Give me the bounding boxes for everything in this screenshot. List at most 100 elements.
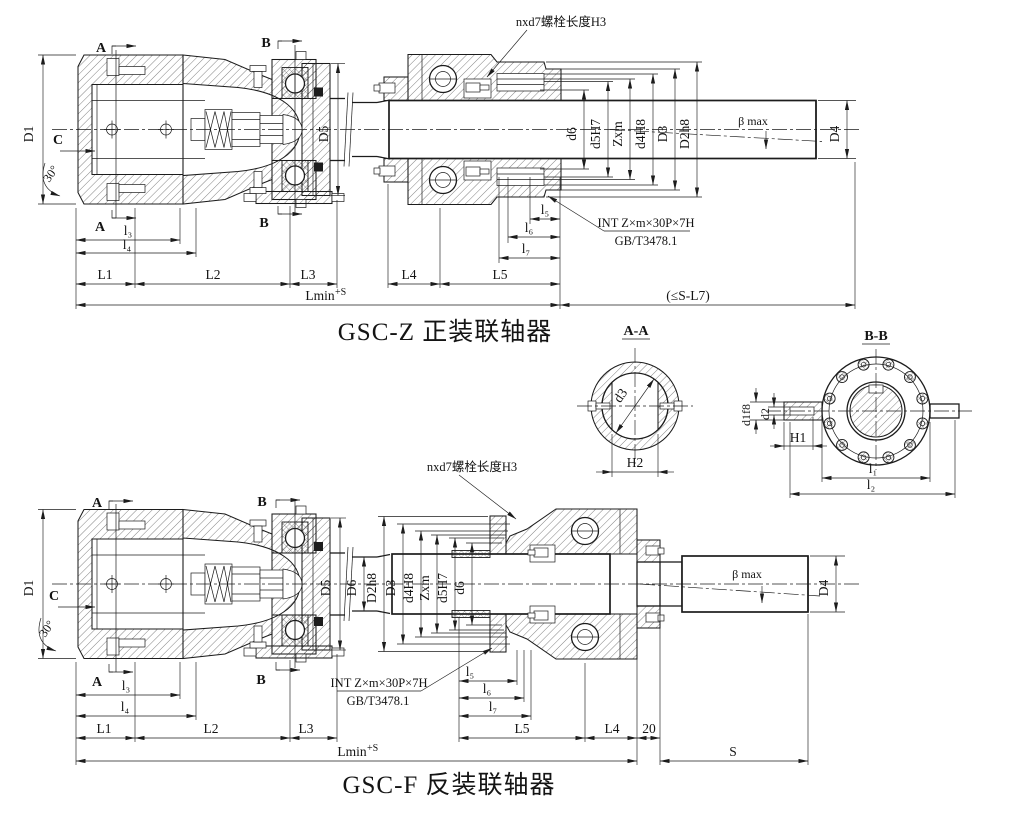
flange-bolt-center: [860, 454, 867, 461]
dim-label-d4-bottom: D4: [816, 580, 831, 597]
dim-label-d4h8-top: d4H8: [633, 119, 648, 149]
view-gscf-dimensions: D1 D5 D6 D2h8 D3 d4H8 Zxm d5H7 d6 β max …: [21, 459, 845, 799]
thin-line: [275, 662, 280, 671]
dim-label-L5-top: L5: [493, 267, 508, 282]
part-detail-outline: [479, 84, 490, 91]
flange-bolt-center: [907, 442, 913, 448]
thin-line: [111, 210, 116, 219]
dim-label-d1-bottom: D1: [21, 580, 36, 597]
section-title-bb: B-B: [864, 329, 887, 344]
dim-label-d5h7-bottom: d5H7: [435, 573, 450, 603]
leader-arrow-line: [458, 474, 517, 520]
note-spline-bottom-2: GB/T3478.1: [347, 694, 410, 708]
flange-bolt-icon: [823, 417, 836, 430]
view-section-aa: A-A d3 H2: [577, 324, 693, 477]
dim-label-d6-bottom: d6: [452, 581, 467, 595]
flange-bolt-icon: [916, 392, 929, 405]
dim-label-L5-bottom: L5: [515, 721, 530, 736]
view-title-gscf: GSC-F 反装联轴器: [342, 771, 555, 799]
note-spline-bottom-1: INT Z×m×30P×7H: [331, 676, 428, 690]
dim-label-d2h8-bottom: D2h8: [364, 573, 379, 603]
leader-arrow-line: [42, 162, 61, 197]
view-gscf-assembly: [52, 499, 862, 672]
part-detail-outline: [378, 82, 396, 94]
part-detail-outline: [527, 612, 536, 619]
dim-label-l4-bottom: l₄: [121, 699, 130, 714]
dim-label-L1-bottom: L1: [97, 721, 112, 736]
drawing-element: [823, 358, 929, 464]
dim-label-lmin-bottom: Lmin: [337, 744, 366, 759]
flange-bolt-center: [839, 442, 845, 448]
flange-bolt-icon: [836, 371, 849, 384]
view-gscz-assembly: [52, 45, 862, 218]
part-detail-outline: [378, 165, 396, 177]
flange-bolt-center: [826, 420, 833, 427]
dim-label-l7-bottom: l₇: [489, 699, 497, 714]
dim-label-d4-top: D4: [827, 126, 842, 143]
view-gscz-dimensions: D1 D5 d6 d5H7 Zxm d4H8 D3 D2h8 β max D4 …: [21, 14, 856, 346]
dim-label-d1-top: D1: [21, 126, 36, 143]
dim-label-l3-bottom: l₃: [122, 678, 131, 693]
note-bolt-length-top: nxd7螺栓长度H3: [516, 14, 606, 29]
section-title-aa: A-A: [624, 324, 650, 339]
section-marker-a-top2: A: [95, 220, 106, 235]
dim-label-l6-top: l₆: [525, 220, 534, 235]
section-marker-b-bottom1: B: [257, 495, 266, 510]
note-bolt-length-bottom: nxd7螺栓长度H3: [427, 459, 517, 474]
part-detail-outline: [527, 549, 536, 556]
flange-bolt-center: [839, 374, 845, 380]
flange-bolt-icon: [857, 358, 870, 371]
section-marker-a-bottom1: A: [92, 496, 103, 511]
dim-label-lmin-sup-top: +S: [335, 287, 346, 298]
section-marker-c-top: C: [53, 133, 63, 148]
dim-label-L3-bottom: L3: [299, 721, 314, 736]
flange-bolt-center: [919, 420, 926, 427]
flange-bolt-center: [919, 395, 926, 402]
leader-arrow-line: [547, 195, 605, 232]
flange-bolt-icon: [903, 371, 916, 384]
dim-label-d5h7-top: d5H7: [588, 119, 603, 149]
dim-label-d2h8-top: D2h8: [677, 119, 692, 149]
dim-label-d3-bottom: D3: [383, 580, 398, 597]
flange-bolt-icon: [916, 417, 929, 430]
thin-line: [108, 664, 113, 673]
flange-bolt-center: [885, 454, 892, 461]
dim-label-d3-top: D3: [655, 126, 670, 143]
dim-label-l1-bb: l₁: [869, 461, 877, 476]
section-marker-b-top1: B: [261, 36, 270, 51]
part-detail-outline: [465, 82, 481, 93]
dim-label-lmin-sup-bottom: +S: [367, 743, 378, 754]
dim-label-d6-top: d6: [564, 127, 579, 141]
flange-bolt-center: [885, 361, 892, 368]
leader-arrow-line: [420, 647, 493, 692]
dim-label-d1f8-bb: d1f8: [739, 404, 753, 426]
section-marker-a-top1: A: [96, 41, 107, 56]
dim-label-d4h8-bottom: d4H8: [401, 573, 416, 603]
thin-line: [108, 500, 113, 509]
part-detail-outline: [496, 73, 545, 92]
dim-label-l5-top: l₅: [541, 202, 549, 217]
part-detail-outline: [479, 168, 490, 175]
dim-label-d2-bb: d2: [758, 408, 772, 420]
section-marker-b-top2: B: [259, 216, 268, 231]
part-detail-outline: [657, 614, 665, 622]
thin-line: [277, 40, 282, 49]
flange-bolt-icon: [836, 438, 849, 451]
dimension-line: [615, 378, 655, 434]
dim-label-h1-bb: H1: [790, 430, 807, 445]
leader-arrow-line: [486, 29, 528, 78]
part-detail-outline: [533, 610, 549, 621]
dim-label-l2-bb: l₂: [867, 477, 875, 492]
view-title-gscz: GSC-Z 正装联轴器: [338, 318, 552, 346]
part-detail-outline: [373, 84, 381, 92]
thin-line: [111, 45, 116, 54]
dim-label-l6-bottom: l₆: [483, 681, 492, 696]
flange-bolt-center: [907, 374, 913, 380]
dim-label-d5-bottom: D5: [318, 580, 333, 597]
dim-label-l7-top: l₇: [522, 241, 530, 256]
flange-bolt-icon: [857, 451, 870, 464]
dim-label-L3-top: L3: [301, 267, 316, 282]
section-marker-a-bottom2: A: [92, 675, 103, 690]
